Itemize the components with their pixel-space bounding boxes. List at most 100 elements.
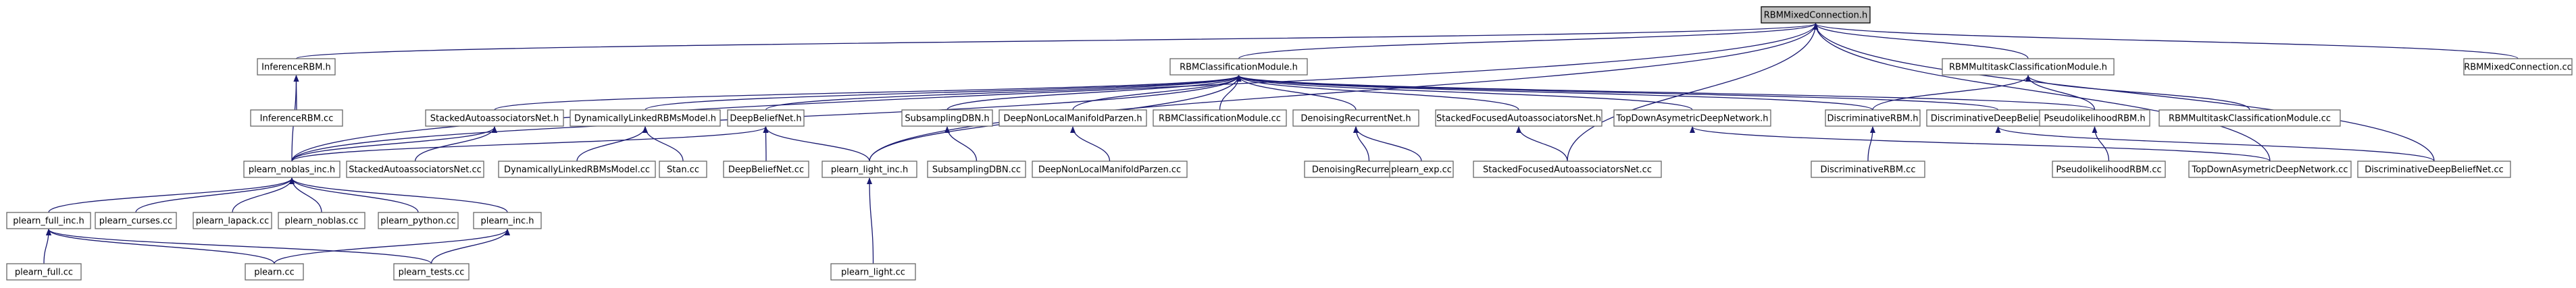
node-stackedautoassociatorsnet-h[interactable]: StackedAutoassociatorsNet.h [425,109,564,127]
node-rbmmixedconnection-h[interactable]: RBMMixedConnection.h [1761,6,1871,24]
edge-discriminativerbm-h-to-rbmclassificationmodule-h [1236,75,1873,111]
node-inferencerbm-h[interactable]: InferenceRBM.h [257,58,336,76]
node-box [822,161,917,178]
node-rbmmixedconnection-cc[interactable]: RBMMixedConnection.cc [2463,58,2573,76]
node-label: plearn_noblas.cc [285,217,359,227]
edge-stackedautoassociatorsnet-cc-to-stackedautoassociatorsnet-h [414,126,497,162]
node-box [1153,109,1287,127]
node-plearn-noblas-cc[interactable]: plearn_noblas.cc [278,212,365,229]
node-box [1942,58,2115,76]
node-subsamplingdbn-cc[interactable]: SubsamplingDBN.cc [927,161,1026,178]
node-plearn-light-cc[interactable]: plearn_light.cc [830,263,916,281]
node-stackedfocusedautoassociatorsnet-cc[interactable]: StackedFocusedAutoassociatorsNet.cc [1473,161,1662,178]
node-label: plearn_full.cc [15,268,73,278]
node-box [1435,109,1602,127]
dependency-edge [289,177,419,213]
dependency-edge [43,229,51,264]
node-rbmclassificationmodule-h[interactable]: RBMClassificationModule.h [1169,58,1308,76]
node-box [1032,161,1188,178]
node-box [6,263,82,281]
node-plearn-lapack-cc[interactable]: plearn_lapack.cc [193,212,272,229]
node-plearn-noblas-inc-h[interactable]: plearn_noblas_inc.h [243,161,340,178]
node-box [927,161,1026,178]
dependency-edge [135,177,295,213]
node-deepnonlocalmanifoldparzen-cc[interactable]: DeepNonLocalManifoldParzen.cc [1032,161,1188,178]
node-subsamplingdbn-h[interactable]: SubsamplingDBN.h [901,109,993,127]
node-plearn-inc-h[interactable]: plearn_inc.h [473,212,542,229]
node-stackedautoassociatorsnet-cc[interactable]: StackedAutoassociatorsNet.cc [346,161,484,178]
edge-plearn-exp-cc-to-denoisingrecurrentnet-h [1353,126,1422,162]
node-plearn-python-cc[interactable]: plearn_python.cc [378,212,459,229]
node-box [2357,161,2511,178]
node-label: InferenceRBM.cc [260,114,334,124]
node-stackedfocusedautoassociatorsnet-h[interactable]: StackedFocusedAutoassociatorsNet.h [1435,109,1602,127]
node-label: DenoisingRecurrentNet.h [1300,114,1411,124]
node-box [278,212,365,229]
node-label: plearn_noblas_inc.h [249,165,335,175]
dependency-edge [763,126,870,162]
node-plearn-curses-cc[interactable]: plearn_curses.cc [95,212,177,229]
dependency-edge [1516,126,1568,162]
node-rbmmultitaskclassificationmodule-cc[interactable]: RBMMultitaskClassificationModule.cc [2158,109,2341,127]
node-label: plearn.cc [254,268,295,278]
node-label: DiscriminativeRBM.cc [1821,165,1916,175]
node-box [193,212,272,229]
node-dynamicallylinkedrbmsmodel-h[interactable]: DynamicallyLinkedRBMsModel.h [570,109,721,127]
node-label: DeepBeliefNet.h [730,114,801,124]
node-box [2188,161,2352,178]
node-label: plearn_python.cc [380,217,456,227]
node-pseudolikelihoodrbm-h[interactable]: PseudolikelihoodRBM.h [2039,109,2150,127]
dependency-edge [289,177,508,213]
node-label: plearn_full_inc.h [13,217,84,227]
node-rbmmultitaskclassificationmodule-h[interactable]: RBMMultitaskClassificationModule.h [1942,58,2115,76]
node-plearn-full-inc-h[interactable]: plearn_full_inc.h [6,212,91,229]
node-dynamicallylinkedrbmsmodel-cc[interactable]: DynamicallyLinkedRBMsModel.cc [498,161,656,178]
node-box [1292,109,1419,127]
dependency-edge [642,126,684,162]
node-deepnonlocalmanifoldparzen-h[interactable]: DeepNonLocalManifoldParzen.h [999,109,1147,127]
dependency-edge [46,229,275,264]
node-discriminativedeepbeliefnet-cc[interactable]: DiscriminativeDeepBeliefNet.cc [2357,161,2511,178]
node-box [830,263,916,281]
node-box [999,109,1147,127]
node-plearn-light-inc-h[interactable]: plearn_light_inc.h [822,161,917,178]
node-plearn-exp-cc[interactable]: plearn_exp.cc [1389,161,1454,178]
node-label: StackedFocusedAutoassociatorsNet.h [1436,114,1601,124]
node-label: plearn_light.cc [841,268,905,278]
dependency-edge [1867,126,1875,162]
edge-discriminativedeepbeliefnet-cc-to-rbmmixedconnection-h [1813,23,2435,162]
node-box [393,263,470,281]
edge-pseudolikelihoodrbm-h-to-rbmmultitaskclassificationmodule-h [2025,75,2096,111]
node-topdownasymetricdeepnetwork-cc[interactable]: TopDownAsymetricDeepNetwork.cc [2188,161,2352,178]
node-discriminativerbm-cc[interactable]: DiscriminativeRBM.cc [1811,161,1925,178]
node-pseudolikelihoodrbm-cc[interactable]: PseudolikelihoodRBM.cc [2052,161,2166,178]
node-plearn-full-cc[interactable]: plearn_full.cc [6,263,82,281]
edge-plearn-light-cc-to-plearn-light-inc-h [867,177,874,264]
node-deepbeliefnet-h[interactable]: DeepBeliefNet.h [727,109,805,127]
dependency-edge [1238,23,1819,59]
node-box [1473,161,1662,178]
node-plearn-tests-cc[interactable]: plearn_tests.cc [393,263,470,281]
dependency-edge [1236,75,2096,111]
dependency-edge [274,229,510,264]
node-stan-cc[interactable]: Stan.cc [659,161,707,178]
dependency-edge [1236,75,1873,111]
node-label: StackedFocusedAutoassociatorsNet.cc [1483,165,1652,175]
dependency-edge [1567,23,1819,162]
node-inferencerbm-cc[interactable]: InferenceRBM.cc [250,109,343,127]
node-label: DiscriminativeDeepBeliefNet.h [1931,114,2066,124]
node-discriminativerbm-h[interactable]: DiscriminativeRBM.h [1825,109,1921,127]
dependency-edge [2025,75,2250,111]
node-topdownasymetricdeepnetwork-h[interactable]: TopDownAsymetricDeepNetwork.h [1613,109,1771,127]
node-plearn-cc[interactable]: plearn.cc [245,263,304,281]
node-denoisingrecurrentnet-h[interactable]: DenoisingRecurrentNet.h [1292,109,1419,127]
edge-plearn-python-cc-to-plearn-noblas-inc-h [289,177,419,213]
edge-plearn-light-inc-h-to-rbmmixedconnection-h [869,23,1819,162]
node-label: DiscriminativeDeepBeliefNet.cc [2365,165,2504,175]
node-rbmclassificationmodule-cc[interactable]: RBMClassificationModule.cc [1153,109,1287,127]
node-deepbeliefnet-cc[interactable]: DeepBeliefNet.cc [723,161,809,178]
node-label: PseudolikelihoodRBM.h [2044,114,2145,124]
node-box [727,109,805,127]
node-label: PseudolikelihoodRBM.cc [2056,165,2161,175]
